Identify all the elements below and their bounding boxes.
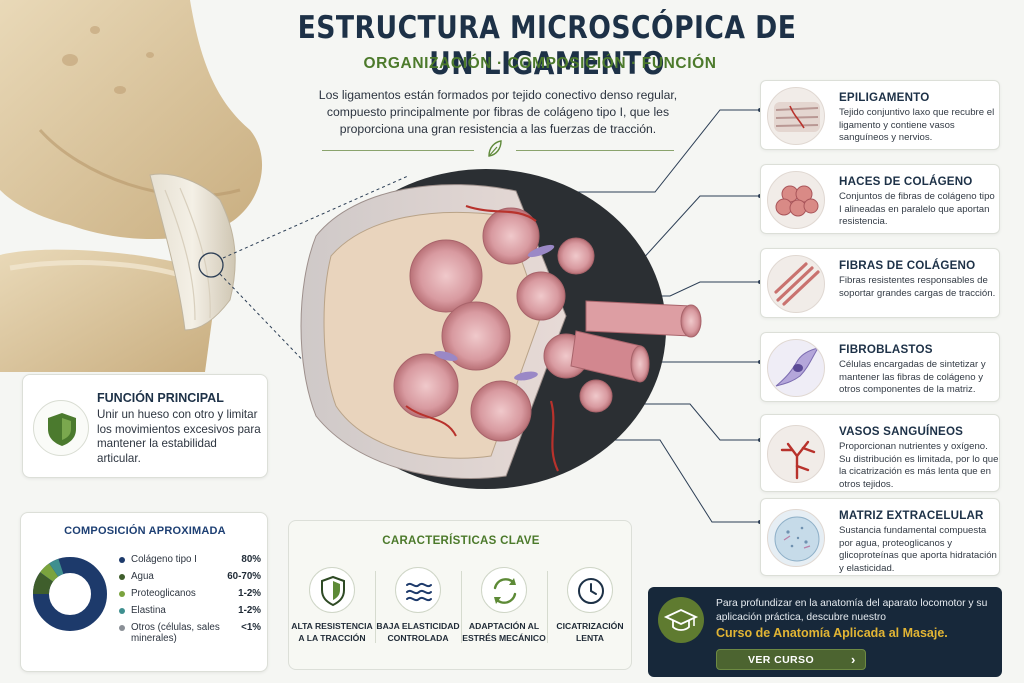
structure-description: Proporcionan nutrientes y oxígeno. Su di…	[839, 441, 999, 490]
structure-card-blood-vessels: VASOS SANGUÍNEOS Proporcionan nutrientes…	[760, 414, 1000, 492]
zoom-marker	[198, 252, 224, 278]
feature-label: CICATRIZACIÓN LENTA	[556, 621, 624, 643]
feature-divider	[461, 571, 462, 643]
knee-joint-illustration	[0, 0, 263, 372]
fibroblast-icon	[775, 347, 820, 387]
feature-item: CICATRIZACIÓN LENTA	[547, 565, 633, 661]
legend-label: Proteoglicanos	[131, 588, 196, 599]
legend-dot	[119, 557, 125, 563]
legend-item: Colágeno tipo I 80%	[119, 553, 261, 570]
epiligament-icon	[774, 102, 820, 132]
cycle-icon	[493, 578, 517, 604]
legend-label: Elastina	[131, 605, 166, 616]
legend-dot	[119, 591, 125, 597]
feature-label: BAJA ELASTICIDAD CONTROLADA	[376, 621, 460, 643]
legend-dot	[119, 625, 125, 631]
structure-title: FIBROBLASTOS	[839, 343, 933, 356]
legend-value: 1-2%	[238, 605, 261, 616]
feature-label: ALTA RESISTENCIA A LA TRACCIÓN	[291, 621, 373, 643]
legend-dot	[119, 608, 125, 614]
feature-item: ADAPTACIÓN AL ESTRÉS MECÁNICO	[461, 565, 547, 661]
leaf-icon	[488, 140, 502, 157]
structure-description: Tejido conjuntivo laxo que recubre el li…	[839, 107, 995, 143]
ligament-cross-section-illustration	[300, 169, 702, 489]
intro-text: Los ligamentos están formados por tejido…	[318, 88, 678, 136]
main-function-title: FUNCIÓN PRINCIPAL	[97, 391, 224, 405]
view-course-label: VER CURSO	[747, 654, 815, 666]
structure-card-extracellular-matrix: MATRIZ EXTRACELULAR Sustancia fundamenta…	[760, 498, 1000, 576]
feature-item: ALTA RESISTENCIA A LA TRACCIÓN	[289, 565, 375, 661]
blood-vessel-icon	[780, 440, 816, 480]
composition-title: COMPOSICIÓN APROXIMADA	[64, 525, 226, 537]
legend-value: 1-2%	[238, 588, 261, 599]
legend-label: Otros (células, sales minerales)	[131, 622, 220, 644]
shield-icon	[321, 575, 345, 607]
structure-title: EPILIGAMENTO	[839, 91, 930, 104]
main-function-box: FUNCIÓN PRINCIPAL Unir un hueso con otro…	[22, 374, 268, 478]
feature-item: BAJA ELASTICIDAD CONTROLADA	[375, 565, 461, 661]
collagen-bundles-icon	[775, 185, 819, 217]
legend-dot	[119, 574, 125, 580]
graduation-cap-icon	[663, 609, 699, 631]
banner-text: Para profundizar en la anatomía del apar…	[716, 598, 988, 623]
page-title: ESTRUCTURA MICROSCÓPICA DE UN LIGAMENTO	[297, 10, 797, 82]
feature-divider	[375, 571, 376, 643]
composition-box: COMPOSICIÓN APROXIMADA Colágeno tipo I 8…	[20, 512, 268, 672]
chevron-right-icon: ›	[851, 652, 856, 667]
structure-card-fibroblasts: FIBROBLASTOS Células encargadas de sinte…	[760, 332, 1000, 402]
structure-title: MATRIZ EXTRACELULAR	[839, 509, 984, 522]
legend-label: Agua	[131, 571, 154, 582]
shield-icon	[48, 413, 76, 446]
view-course-button[interactable]: VER CURSO ›	[716, 649, 866, 670]
feature-divider	[547, 571, 548, 643]
donut-segment-elastin	[33, 557, 107, 631]
legend-item: Proteoglicanos 1-2%	[119, 587, 261, 604]
legend-value: <1%	[241, 622, 261, 633]
structure-card-epiligament: EPILIGAMENTO Tejido conjuntivo laxo que …	[760, 80, 1000, 150]
structure-card-collagen-fibers: FIBRAS DE COLÁGENO Fibras resistentes re…	[760, 248, 1000, 318]
structure-description: Células encargadas de sintetizar y mante…	[839, 359, 986, 395]
legend-label: Colágeno tipo I	[131, 554, 197, 565]
key-features-title: CARACTERÍSTICAS CLAVE	[382, 535, 540, 547]
clock-icon	[578, 578, 604, 604]
composition-donut-chart	[32, 557, 107, 631]
page-subtitle: ORGANIZACIÓN · COMPOSICIÓN · FUNCIÓN	[363, 55, 717, 72]
matrix-icon	[774, 516, 820, 562]
key-features-box: CARACTERÍSTICAS CLAVE ALTA RESISTENCIA A…	[288, 520, 632, 670]
donut-segment-proteoglycans	[32, 557, 107, 631]
main-function-text: Unir un hueso con otro y limitar los mov…	[97, 408, 261, 465]
collagen-fibers-icon	[774, 262, 820, 306]
legend-item: Elastina 1-2%	[119, 604, 261, 621]
feature-label: ADAPTACIÓN AL ESTRÉS MECÁNICO	[462, 621, 546, 643]
structure-title: FIBRAS DE COLÁGENO	[839, 259, 976, 272]
banner-course-link[interactable]: Curso de Anatomía Aplicada al Masaje.	[716, 626, 948, 640]
structure-description: Sustancia fundamental compuesta por agua…	[839, 525, 997, 574]
structure-description: Fibras resistentes responsables de sopor…	[839, 275, 996, 299]
composition-legend: Colágeno tipo I 80% Agua 60-70% Proteogl…	[119, 553, 261, 649]
donut-segment-water	[33, 557, 107, 631]
course-banner: Para profundizar en la anatomía del apar…	[648, 587, 1002, 677]
structure-title: VASOS SANGUÍNEOS	[839, 425, 964, 438]
structure-card-collagen-bundles: HACES DE COLÁGENO Conjuntos de fibras de…	[760, 164, 1000, 234]
legend-item: Otros (células, sales minerales) <1%	[119, 621, 261, 649]
waves-icon	[406, 582, 432, 602]
structure-title: HACES DE COLÁGENO	[839, 175, 973, 188]
legend-item: Agua 60-70%	[119, 570, 261, 587]
legend-value: 80%	[241, 554, 261, 565]
intro-divider-right	[516, 150, 674, 151]
legend-value: 60-70%	[227, 571, 261, 582]
intro-divider-left	[322, 150, 474, 151]
structure-description: Conjuntos de fibras de colágeno tipo I a…	[839, 191, 995, 227]
